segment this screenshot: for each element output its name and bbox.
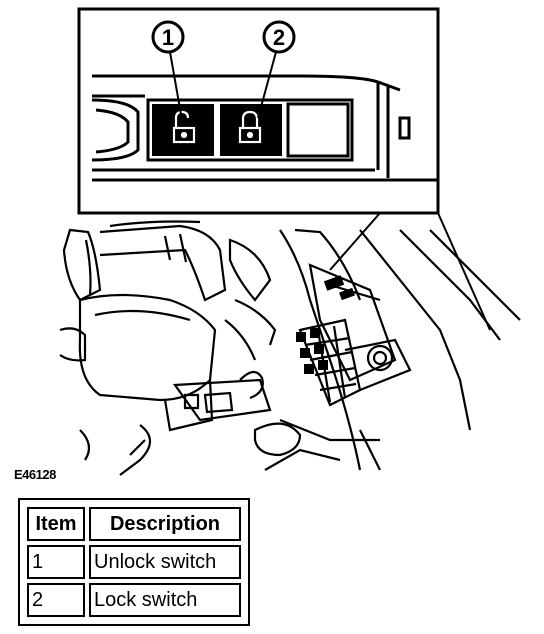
legend-table: Item Description 1 Unlock switch 2 Lock … [18, 498, 250, 626]
inset-panel [91, 74, 438, 182]
callout-2-circle [262, 20, 296, 54]
legend-header-item: Item [27, 507, 85, 541]
callout-2-leader [257, 51, 277, 119]
callout-1-number: 1 [162, 25, 174, 50]
callout-1-leader [169, 51, 183, 121]
zoom-lines [329, 212, 491, 331]
blank-switch [286, 102, 350, 158]
door-lock-switch-illustration: 1 2 [59, 7, 521, 476]
switch-panel-outline [146, 98, 354, 162]
table-row: 2 Lock switch [27, 583, 241, 617]
legend-header-row: Item Description [27, 507, 241, 541]
legend-header-description: Description [89, 507, 241, 541]
legend-cell-item: 2 [27, 583, 85, 617]
legend-cell-item: 1 [27, 545, 85, 579]
figure-code: E46128 [14, 467, 56, 482]
table-row: 1 Unlock switch [27, 545, 241, 579]
locked-padlock-icon [238, 110, 262, 144]
legend-cell-description: Unlock switch [89, 545, 241, 579]
unlocked-padlock-icon [172, 110, 196, 144]
vehicle-interior-drawing [59, 220, 521, 476]
callout-1-circle [151, 20, 185, 54]
door-switch-pack [296, 275, 355, 374]
legend-cell-description: Lock switch [89, 583, 241, 617]
callout-2-number: 2 [273, 25, 285, 50]
